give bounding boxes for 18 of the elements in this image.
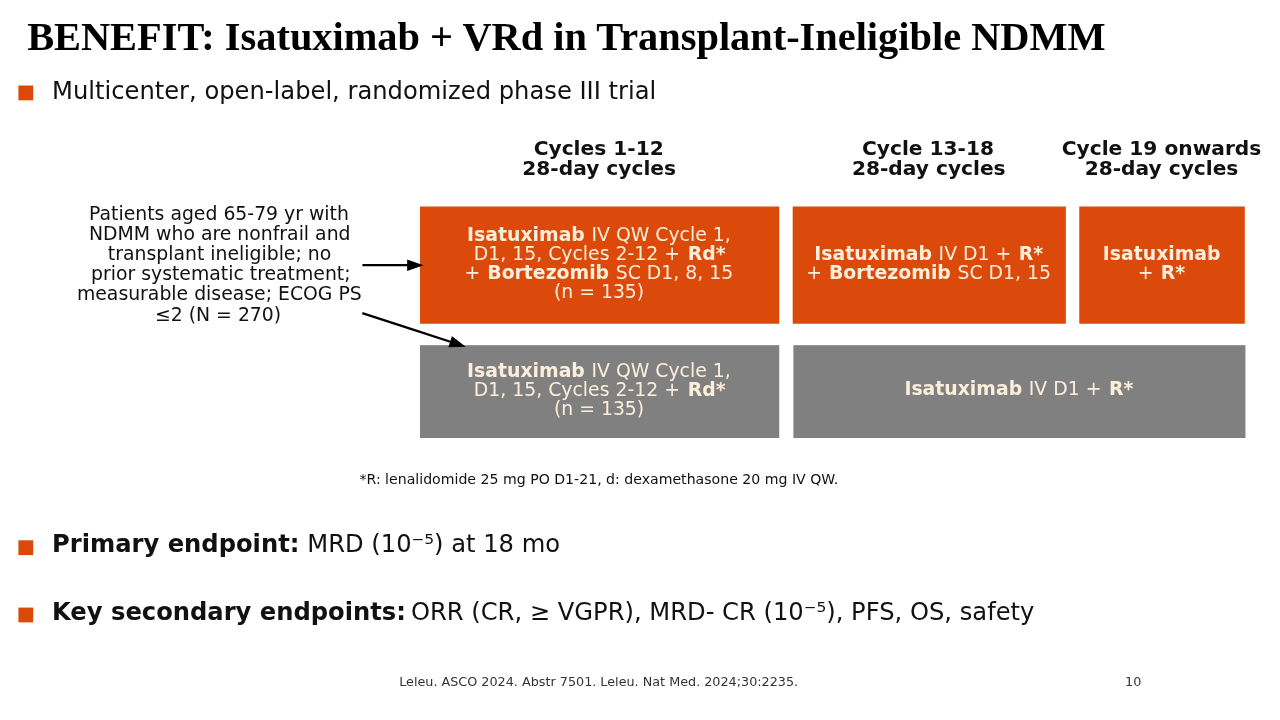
label: Key secondary endpoints: ORR (CR, ≥ VGPR), MRD- CR (10⁻⁵), PFS, OS, safety — [52, 597, 1035, 626]
label: *R: lenalidomide 25 mg PO D1-21, d: dexamethasone 20 mg IV QW. — [359, 470, 839, 487]
node-box: Isatuximab IV QW Cycle 1, D1, 15, Cycles 2-12 + Rd* + Bortezomib SC D1, 8, 15 (n = 135) — [420, 206, 780, 324]
diagram-title: BENEFIT: Isatuximab + VRd in Transplant-Ineligible NDMM — [27, 13, 1106, 59]
label: Primary endpoint: MRD (10⁻⁵) at 18 mo — [52, 530, 561, 559]
node-box: Isatuximab IV QW Cycle 1, D1, 15, Cycles 2-12 + Rd* (n = 135) — [420, 345, 780, 439]
label: Cycle 13-18 28-day cycles — [851, 135, 1006, 180]
label: 10 — [1125, 673, 1142, 689]
arrow — [362, 259, 424, 271]
arrow — [361, 312, 466, 348]
label: Cycles 1-12 28-day cycles — [522, 135, 676, 180]
node-box: Isatuximab IV D1 + R* — [793, 345, 1246, 439]
node-text: Patients aged 65-79 yr with NDMM who are nonfrail and transplant ineligible; no prior systematic treatment; measurable disease; ECOG PS ≤2 (N = 270) — [76, 202, 362, 325]
node-box: Isatuximab + R* — [1079, 206, 1245, 324]
node-box: Isatuximab IV D1 + R* + Bortezomib SC D1, 15 — [792, 206, 1066, 324]
label: Multicenter, open-label, randomized phase III trial — [52, 76, 657, 105]
label: Leleu. ASCO 2024. Abstr 7501. Leleu. Nat Med. 2024;30:2235. — [399, 673, 799, 689]
label: Cycle 19 onwards 28-day cycles — [1061, 135, 1262, 180]
